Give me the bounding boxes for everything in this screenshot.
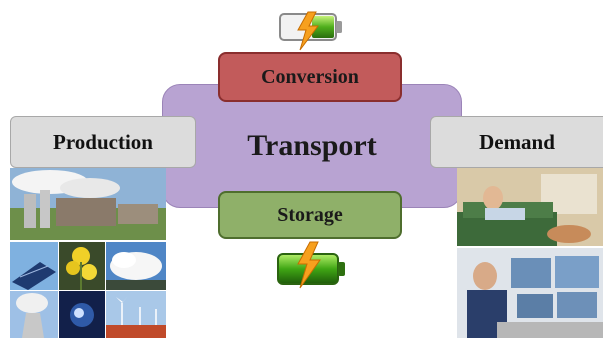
production-label: Production <box>53 129 153 154</box>
conversion-label: Conversion <box>261 65 359 88</box>
wind-farm-photo <box>106 291 166 338</box>
fuel-cell-photo <box>59 291 105 338</box>
office-worker-photo <box>457 248 603 338</box>
storage-label: Storage <box>277 203 343 226</box>
battery-charging-icon <box>277 241 345 289</box>
conversion-box: Conversion <box>218 52 402 102</box>
geyser-photo <box>106 242 166 290</box>
cooling-tower-photo <box>10 291 58 338</box>
demand-box: Demand <box>430 116 603 168</box>
transport-box: Transport <box>162 84 462 208</box>
battery-charging-icon <box>279 11 342 51</box>
rapeseed-photo <box>59 242 105 290</box>
power-plant-photo <box>10 168 166 240</box>
transport-label: Transport <box>247 129 377 162</box>
demand-label: Demand <box>479 129 555 154</box>
living-room-photo <box>457 168 603 246</box>
solar-panel-photo <box>10 242 58 290</box>
production-box: Production <box>10 116 196 168</box>
storage-box: Storage <box>218 191 402 239</box>
